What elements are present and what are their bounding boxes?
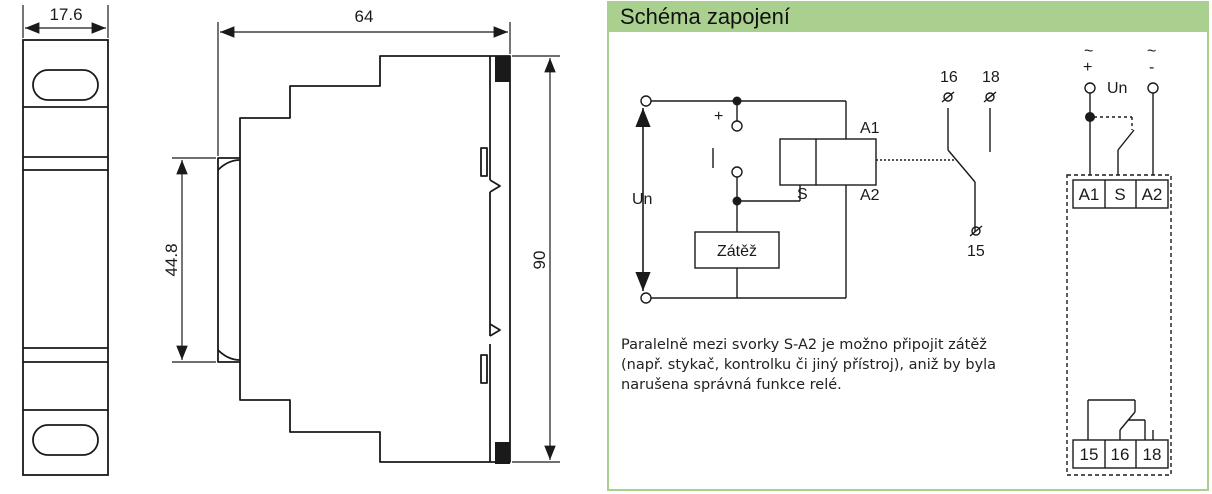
contact-15-label: 15 — [967, 243, 985, 260]
note-line: (např. stykač, kontrolku či jiný přístro… — [621, 357, 997, 373]
terminal-bottom-1: 16 — [1111, 445, 1130, 464]
dim-width-label: 17.6 — [49, 5, 82, 24]
coil-a2-label: A2 — [860, 187, 880, 204]
terminal-bottom-2: 18 — [1143, 445, 1162, 464]
side-clip-top — [480, 147, 488, 177]
supply-plus: + — [1083, 59, 1092, 76]
dim-depth-label: 64 — [355, 7, 374, 26]
terminal-junction — [1085, 112, 1095, 122]
side-clip-bottom — [480, 354, 488, 384]
contact-18-label: 18 — [982, 69, 1000, 86]
front-view — [22, 39, 109, 476]
terminal-top-1: S — [1114, 185, 1125, 204]
dimension-depth — [217, 22, 511, 156]
junction-top — [732, 96, 742, 106]
un-label: Un — [632, 191, 652, 208]
supply-un: Un — [1107, 80, 1127, 97]
junction-s — [732, 196, 742, 206]
schema-note: Paralelně mezi svorky S-A2 je možno přip… — [621, 335, 1051, 395]
supply-tilde-left: ~ — [1084, 43, 1093, 60]
side-terminal-bottom — [495, 442, 510, 464]
dim-height-front-label: 44.8 — [162, 243, 181, 276]
contact-16-label: 16 — [940, 69, 958, 86]
supply-tilde-right: ~ — [1147, 43, 1156, 60]
note-line: narušena správná funkce relé. — [621, 377, 842, 393]
coil-a1-label: A1 — [860, 120, 880, 137]
coil-s-label: S — [797, 186, 808, 203]
terminal-diagram — [1066, 82, 1172, 476]
terminal-bottom-0: 15 — [1080, 445, 1099, 464]
dimension-width — [22, 5, 109, 38]
terminal-top-0: A1 — [1079, 185, 1100, 204]
load-label: Zátěž — [717, 243, 757, 260]
front-slot-bottom — [32, 424, 99, 456]
dim-height-total-label: 90 — [530, 251, 549, 270]
dimension-height-total — [512, 55, 560, 463]
button-plus-label: + — [714, 108, 723, 125]
terminal-top-2: A2 — [1142, 185, 1163, 204]
side-view — [217, 55, 511, 463]
wiring-schematic — [635, 91, 997, 304]
front-slot-top — [32, 69, 99, 101]
side-terminal-top — [495, 56, 510, 82]
schema-title: Schéma zapojení — [608, 2, 1208, 32]
note-line: Paralelně mezi svorky S-A2 je možno přip… — [621, 337, 987, 353]
supply-minus: - — [1149, 59, 1154, 76]
dimension-height-front — [172, 157, 216, 363]
